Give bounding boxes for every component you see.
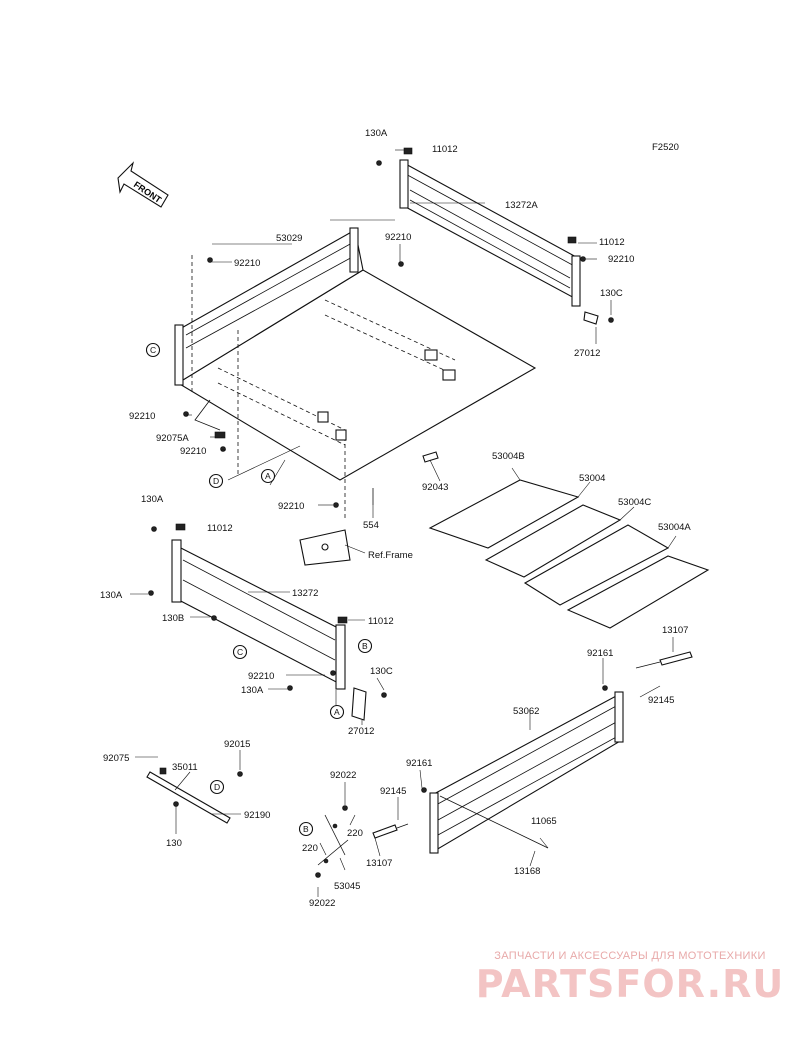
label-92015: 92015 (224, 739, 250, 750)
label-92210-lower-left2: 92210 (180, 446, 206, 457)
cable-53045 (315, 805, 349, 878)
label-220-right: 220 (347, 828, 363, 839)
label-53004b: 53004B (492, 451, 525, 462)
label-92210-center: 92210 (385, 232, 411, 243)
callout-c-mid: C (232, 644, 248, 660)
label-130a-left: 130A (100, 590, 123, 601)
label-13107-right: 13107 (662, 625, 688, 636)
side-panel-13272 (148, 523, 387, 721)
label-53045: 53045 (334, 881, 360, 892)
label-220-left: 220 (302, 843, 318, 854)
floor-mats (428, 479, 710, 629)
label-92022-top: 92022 (330, 770, 356, 781)
label-92075a: 92075A (156, 433, 189, 444)
label-11012-top: 11012 (432, 144, 458, 155)
label-11012-mid: 11012 (207, 523, 233, 534)
label-92161-mid: 92161 (406, 758, 432, 769)
label-53004a: 53004A (658, 522, 691, 533)
label-13272a: 13272A (505, 200, 538, 211)
callout-b-mid: B (357, 638, 373, 654)
svg-text:D: D (213, 476, 219, 486)
label-92210-lower-left: 92210 (129, 411, 155, 422)
label-92022-bottom: 92022 (309, 898, 335, 909)
watermark-tagline: ЗАПЧАСТИ И АКСЕССУАРЫ ДЛЯ МОТОТЕХНИКИ (494, 950, 766, 962)
label-130a-bottom: 130A (241, 685, 264, 696)
svg-text:C: C (150, 345, 156, 355)
svg-text:C: C (237, 647, 243, 657)
label-130c-mid: 130C (370, 666, 393, 677)
svg-text:D: D (214, 782, 220, 792)
label-130: 130 (166, 838, 182, 849)
svg-text:B: B (303, 824, 309, 834)
label-27012-top: 27012 (574, 348, 600, 359)
svg-text:B: B (362, 641, 368, 651)
label-130a-top: 130A (365, 128, 388, 139)
label-53062: 53062 (513, 706, 539, 717)
svg-text:A: A (265, 471, 271, 481)
svg-text:A: A (334, 707, 340, 717)
label-27012-mid: 27012 (348, 726, 374, 737)
callout-b-bottom: B (298, 821, 314, 837)
label-92210-left: 92210 (234, 258, 260, 269)
label-13107-mid: 13107 (366, 858, 392, 869)
callout-c-top: C (145, 342, 161, 358)
callout-d-bottom: D (209, 779, 225, 795)
tailgate-53062 (372, 651, 693, 854)
label-130c-top: 130C (600, 288, 623, 299)
label-13168: 13168 (514, 866, 540, 877)
label-554: 554 (363, 520, 379, 531)
label-92210-mid: 92210 (248, 671, 274, 682)
label-53004: 53004 (579, 473, 605, 484)
label-92190: 92190 (244, 810, 270, 821)
figure-code: F2520 (652, 142, 679, 153)
label-53004c: 53004C (618, 497, 651, 508)
label-92075: 92075 (103, 753, 129, 764)
cargo-bed-53029 (174, 227, 537, 566)
label-13272: 13272 (292, 588, 318, 599)
front-arrow-icon: FRONT (117, 161, 169, 208)
label-ref-frame: Ref.Frame (368, 550, 413, 561)
label-130b: 130B (162, 613, 184, 624)
callout-a-mid: A (329, 704, 345, 720)
label-92145-right: 92145 (648, 695, 674, 706)
label-92145-mid: 92145 (380, 786, 406, 797)
label-53029: 53029 (276, 233, 302, 244)
latch-rod-35011 (146, 767, 243, 824)
label-92161-right: 92161 (587, 648, 613, 659)
callout-a-top: A (260, 468, 276, 484)
watermark-logo: PARTSFOR.RU (475, 962, 785, 1006)
watermark: ЗАПЧАСТИ И АКСЕССУАРЫ ДЛЯ МОТОТЕХНИКИ PA… (470, 950, 790, 1006)
label-92043: 92043 (422, 482, 448, 493)
label-11012-right: 11012 (599, 237, 625, 248)
label-35011: 35011 (172, 762, 198, 773)
label-92210-bottom: 92210 (278, 501, 304, 512)
label-11065: 11065 (531, 816, 557, 827)
label-11012-mid-right: 11012 (368, 616, 394, 627)
callout-d-top: D (208, 473, 224, 489)
label-92210-right: 92210 (608, 254, 634, 265)
label-130a-mid: 130A (141, 494, 164, 505)
leader-lines (130, 149, 677, 897)
